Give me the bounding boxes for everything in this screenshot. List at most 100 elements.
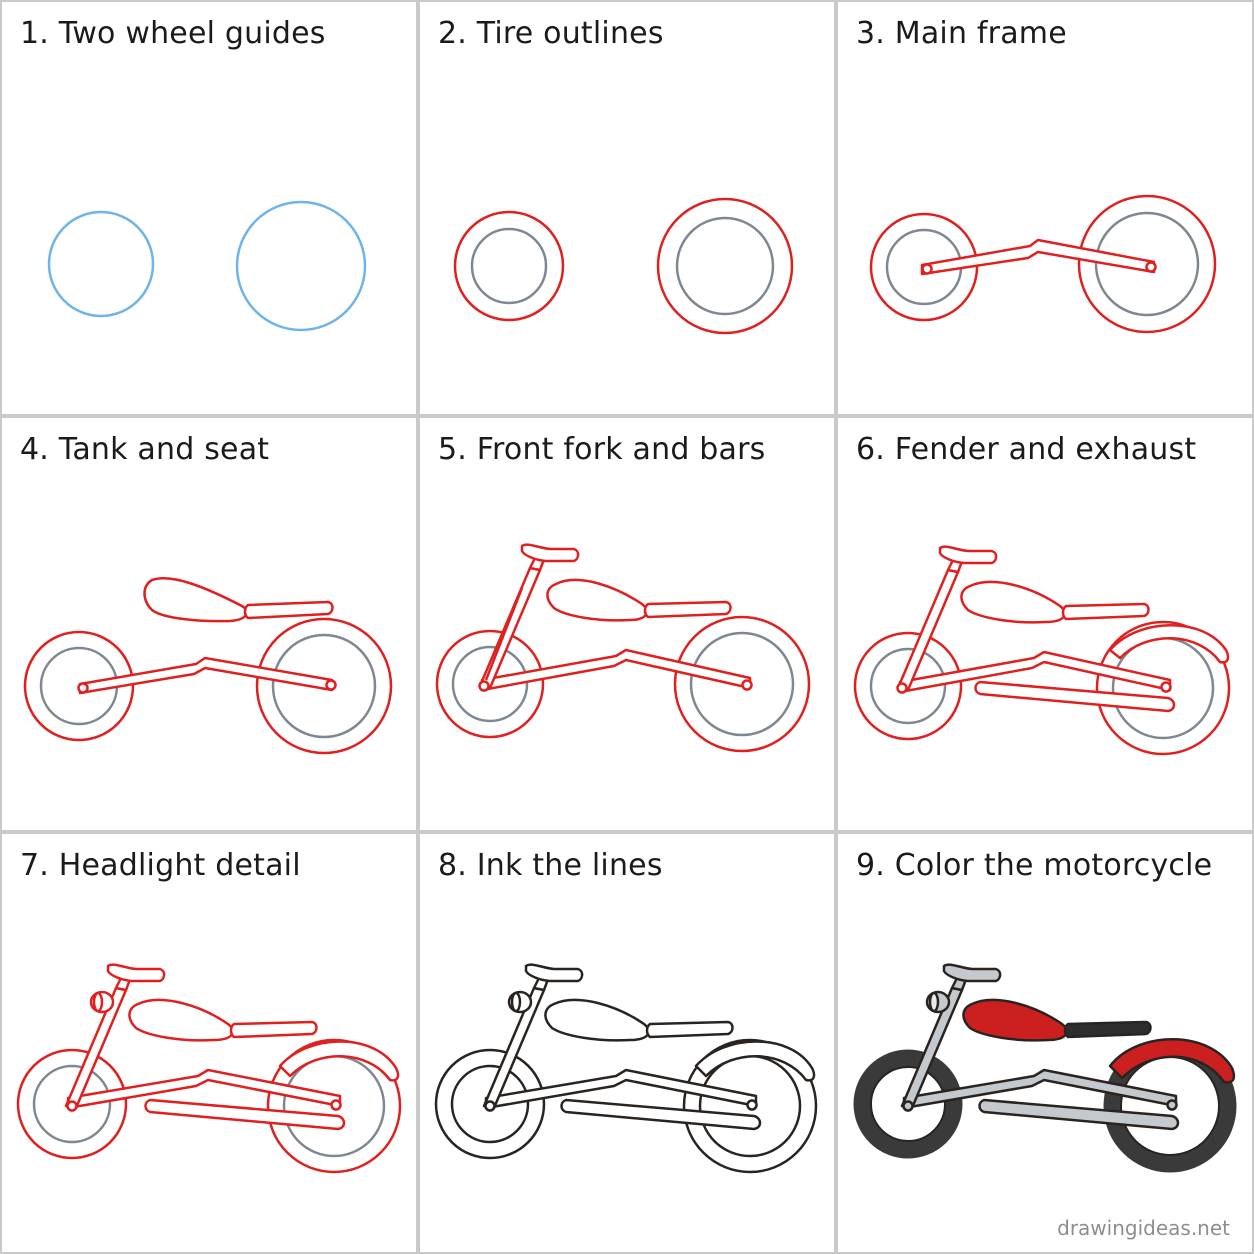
seat	[243, 600, 334, 620]
front-tire	[23, 630, 135, 742]
front-wheel-inner	[869, 647, 947, 725]
rear-fender	[278, 1040, 400, 1082]
main-frame	[78, 656, 334, 695]
handlebars	[106, 963, 166, 983]
front-axle	[902, 1100, 914, 1112]
step-title-6: 6. Fender and exhaust	[856, 432, 1197, 467]
rear-fender	[694, 1040, 816, 1082]
rear-tire	[266, 1038, 402, 1174]
step-panel-4: 4. Tank and seat	[2, 418, 416, 830]
rear-fender-colored	[1108, 1038, 1236, 1084]
front-tire	[853, 631, 963, 741]
handlebars-colored	[942, 963, 1002, 983]
step-title-8: 8. Ink the lines	[438, 848, 663, 883]
rear-wheel-inner	[271, 633, 377, 739]
step-drawing-2	[453, 197, 794, 335]
step-panel-5: 5. Front fork and bars	[420, 418, 834, 830]
exhaust-pipe	[560, 1098, 762, 1131]
step-panel-1: 1. Two wheel guides	[2, 2, 416, 414]
step-drawing-9	[853, 963, 1237, 1173]
front-tire	[16, 1048, 128, 1160]
rear-axle	[1166, 1099, 1178, 1111]
rear-wheel-inner	[1094, 211, 1200, 317]
fuel-tank	[128, 998, 234, 1042]
rear-axle	[741, 679, 753, 691]
rear-wheel-inner	[675, 216, 775, 316]
step-title-9: 9. Color the motorcycle	[856, 848, 1213, 883]
rear-fender	[1108, 624, 1230, 664]
front-tire	[434, 1048, 546, 1160]
rear-axle	[1160, 681, 1172, 693]
step-title-2: 2. Tire outlines	[438, 16, 664, 51]
fuel-tank-colored	[962, 998, 1068, 1042]
step-title-1: 1. Two wheel guides	[20, 16, 326, 51]
rear-tire	[682, 1038, 818, 1174]
exhaust-pipe	[974, 680, 1176, 713]
step-drawing-6	[853, 545, 1231, 756]
rear-axle	[1145, 261, 1157, 273]
step-panel-8: 8. Ink the lines	[420, 834, 834, 1252]
rear-tire	[1095, 620, 1231, 756]
rear-axle	[325, 679, 337, 691]
exhaust-pipe	[144, 1098, 346, 1131]
main-frame	[920, 238, 1156, 276]
front-wheel-guide	[47, 210, 155, 318]
step-panel-3: 3. Main frame	[838, 2, 1252, 414]
handlebars	[520, 543, 580, 563]
front-tire-outline	[453, 210, 565, 322]
front-axle	[484, 1100, 496, 1112]
front-wheel-inner	[32, 1064, 112, 1144]
step-panel-9: 9. Color the motorcycle drawingideas.net	[838, 834, 1252, 1252]
step-drawing-5	[435, 543, 811, 753]
fuel-tank	[143, 577, 249, 623]
front-tire	[435, 629, 545, 739]
front-axle	[921, 263, 933, 275]
fuel-tank	[546, 578, 649, 622]
step-drawing-1	[47, 200, 367, 332]
fuel-tank	[544, 998, 650, 1042]
step-panel-6: 6. Fender and exhaust	[838, 418, 1252, 830]
step-drawing-8	[434, 963, 818, 1174]
seat	[229, 1020, 318, 1039]
step-title-3: 3. Main frame	[856, 16, 1067, 51]
handlebars	[938, 545, 998, 565]
rear-tire	[1077, 194, 1217, 334]
front-fork-inner	[484, 587, 524, 681]
watermark: drawingideas.net	[1057, 1216, 1230, 1240]
headlight-lens	[510, 991, 522, 1013]
rear-tire-outline	[656, 197, 794, 335]
step-title-5: 5. Front fork and bars	[438, 432, 766, 467]
seat	[1061, 602, 1150, 621]
rear-wheel-inner	[689, 631, 795, 737]
rear-axle	[746, 1099, 758, 1111]
step-title-7: 7. Headlight detail	[20, 848, 301, 883]
step-panel-7: 7. Headlight detail	[2, 834, 416, 1252]
front-axle	[896, 682, 908, 694]
step-drawing-3	[869, 194, 1217, 334]
seat-colored	[1063, 1020, 1152, 1039]
front-wheel-inner	[470, 227, 548, 305]
rear-tire	[255, 617, 393, 755]
headlight-lens-colored	[928, 991, 940, 1013]
rear-axle	[330, 1099, 342, 1111]
front-tire	[869, 212, 979, 322]
seat	[643, 600, 732, 619]
front-wheel-inner	[450, 1064, 530, 1144]
step-title-4: 4. Tank and seat	[20, 432, 270, 467]
rear-wheel-guide	[235, 200, 367, 332]
step-panel-2: 2. Tire outlines	[420, 2, 834, 414]
step-drawing-7	[16, 963, 402, 1174]
main-frame	[484, 1068, 758, 1110]
seat	[645, 1020, 734, 1039]
fuel-tank	[960, 580, 1066, 624]
front-axle	[66, 1100, 78, 1112]
front-wheel-inner	[451, 645, 529, 723]
front-axle	[478, 680, 490, 692]
step-drawing-4	[23, 577, 393, 755]
main-frame	[480, 648, 752, 692]
rear-tire	[673, 615, 811, 753]
handlebars	[524, 963, 584, 983]
exhaust-pipe-colored	[978, 1098, 1180, 1131]
front-axle	[77, 682, 89, 694]
